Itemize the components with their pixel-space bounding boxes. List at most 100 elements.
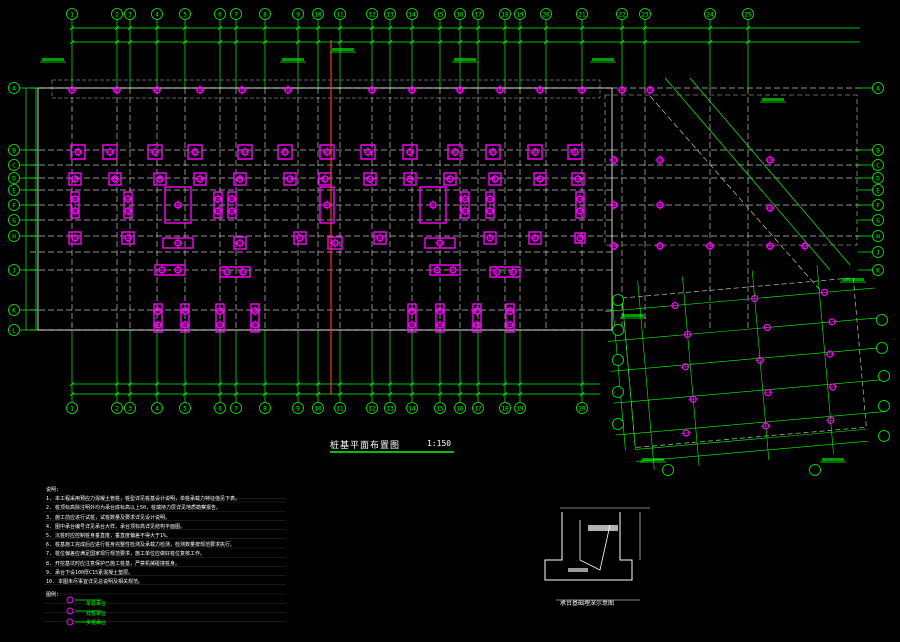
- axis-bubble-label: 12: [368, 405, 376, 412]
- pile-cap: [575, 191, 585, 219]
- axis-bubble-circle: [151, 402, 163, 414]
- pile-cap: [215, 303, 225, 333]
- axis-bubble-circle: [872, 264, 884, 276]
- section-outline: [544, 512, 633, 581]
- section-label-mark: [588, 525, 618, 531]
- axis-bubble-circle: [259, 402, 271, 414]
- axis-bubble-label: D: [12, 175, 16, 182]
- annotation-text-mark: [842, 278, 864, 281]
- axis-bubble-circle: [639, 8, 651, 20]
- diagonal-axis: [689, 77, 851, 266]
- section-label-mark: [568, 568, 588, 572]
- pile-cross: [749, 297, 760, 300]
- note-line: 8. 开挖基坑时应注意保护已施工桩基，严禁机械碰撞桩身。: [46, 560, 181, 567]
- bottom-axis-bubble: 1: [66, 402, 78, 414]
- axis-bubble-label: 4: [155, 11, 159, 18]
- axis-bubble-circle: [514, 402, 526, 414]
- pile-cross: [755, 359, 766, 361]
- axis-bubble-circle: [406, 402, 418, 414]
- dim-tick: [127, 39, 133, 45]
- top-axis-bubble: 10: [312, 8, 324, 20]
- rotated-wing-bubble: [809, 464, 821, 476]
- top-axis-bubble: 21: [576, 8, 588, 20]
- dim-tick: [233, 25, 239, 31]
- axis-bubble-circle: [662, 464, 674, 476]
- axis-bubble-circle: [612, 386, 624, 398]
- dim-tick: [517, 381, 523, 387]
- axis-bubble-circle: [872, 172, 884, 184]
- bottom-axis-bubble: 14: [406, 402, 418, 414]
- right-axis-bubble: E: [872, 184, 884, 196]
- note-line: 2. 桩顶标高除注明外均为承台底标高以上50，桩端持力层详见地质勘察报告。: [46, 505, 222, 512]
- axis-bubble-label: 8: [263, 11, 267, 18]
- dim-tick: [579, 39, 585, 45]
- dim-tick: [619, 25, 625, 31]
- rotated-axis-line: [610, 347, 880, 372]
- axis-bubble-circle: [8, 82, 20, 94]
- pile-cross: [824, 353, 835, 355]
- pile-cap: [293, 231, 307, 245]
- dim-tick: [315, 391, 321, 397]
- dim-tick: [475, 391, 481, 397]
- note-line: 3. 施工前应进行试桩，试桩数量及要求详见设计说明。: [46, 514, 171, 521]
- pile-cap: [567, 144, 583, 160]
- dim-tick: [409, 39, 415, 45]
- annotation-text-mark: [822, 458, 844, 461]
- pile-cap: [460, 191, 470, 219]
- pile-cap: [435, 303, 445, 333]
- axis-bubble-circle: [8, 172, 20, 184]
- axis-bubble-circle: [8, 184, 20, 196]
- axis-bubble-label: A: [12, 85, 16, 92]
- rotated-wing-bubble: [612, 294, 624, 306]
- pile-cap: [193, 172, 207, 186]
- axis-bubble-circle: [8, 264, 20, 276]
- pile-cap: [485, 191, 495, 219]
- axis-bubble-label: H: [876, 233, 880, 240]
- top-axis-bubble: 22: [616, 8, 628, 20]
- axis-bubble-circle: [8, 214, 20, 226]
- axis-bubble-circle: [111, 8, 123, 20]
- axis-bubble-label: F: [12, 202, 16, 209]
- pile-cap: [363, 172, 377, 186]
- top-axis-bubble: 1: [66, 8, 78, 20]
- section-inner: [579, 520, 611, 571]
- dim-tick: [457, 25, 463, 31]
- axis-bubble-label: E: [12, 187, 16, 194]
- axis-bubble-circle: [576, 402, 588, 414]
- axis-bubble-circle: [876, 342, 888, 354]
- pile-cap: [447, 144, 463, 160]
- pile-cross: [680, 366, 691, 368]
- dim-tick: [217, 25, 223, 31]
- pile-cap: [485, 144, 501, 160]
- top-axis-bubble: 2: [111, 8, 123, 20]
- dim-tick: [369, 381, 375, 387]
- axis-bubble-label: 15: [436, 11, 444, 18]
- axis-bubble-circle: [878, 370, 890, 382]
- axis-bubble-label: 5: [183, 11, 187, 18]
- pile-cap: [153, 303, 163, 333]
- axis-bubble-label: 16: [456, 405, 464, 412]
- axis-bubble-circle: [66, 402, 78, 414]
- dim-tick: [543, 25, 549, 31]
- note-line: 4. 图中承台编号详见承台大样，承台顶标高详见结构平面图。: [46, 523, 186, 530]
- pile-cap: [237, 144, 253, 160]
- pile-cross: [681, 432, 692, 434]
- pile-cap: [213, 191, 223, 219]
- axis-bubble-circle: [124, 402, 136, 414]
- diagonal-dashed: [649, 95, 821, 291]
- dim-tick: [233, 381, 239, 387]
- pile-cap: [373, 231, 387, 245]
- pile-cap: [233, 236, 247, 250]
- axis-bubble-label: 15: [436, 405, 444, 412]
- top-axis-bubble: 14: [406, 8, 418, 20]
- axis-bubble-label: A: [876, 85, 880, 92]
- dim-tick: [217, 391, 223, 397]
- legend-item: 单桩承台: [86, 601, 107, 608]
- left-axis-bubble: L: [8, 324, 20, 336]
- legend-item: 双桩承台: [86, 610, 107, 617]
- axis-bubble-label: 1: [70, 11, 74, 18]
- pile-cap: [528, 231, 542, 245]
- axis-bubble-circle: [499, 402, 511, 414]
- right-axis-bubble: C: [872, 159, 884, 171]
- right-axis-bubble: K: [872, 264, 884, 276]
